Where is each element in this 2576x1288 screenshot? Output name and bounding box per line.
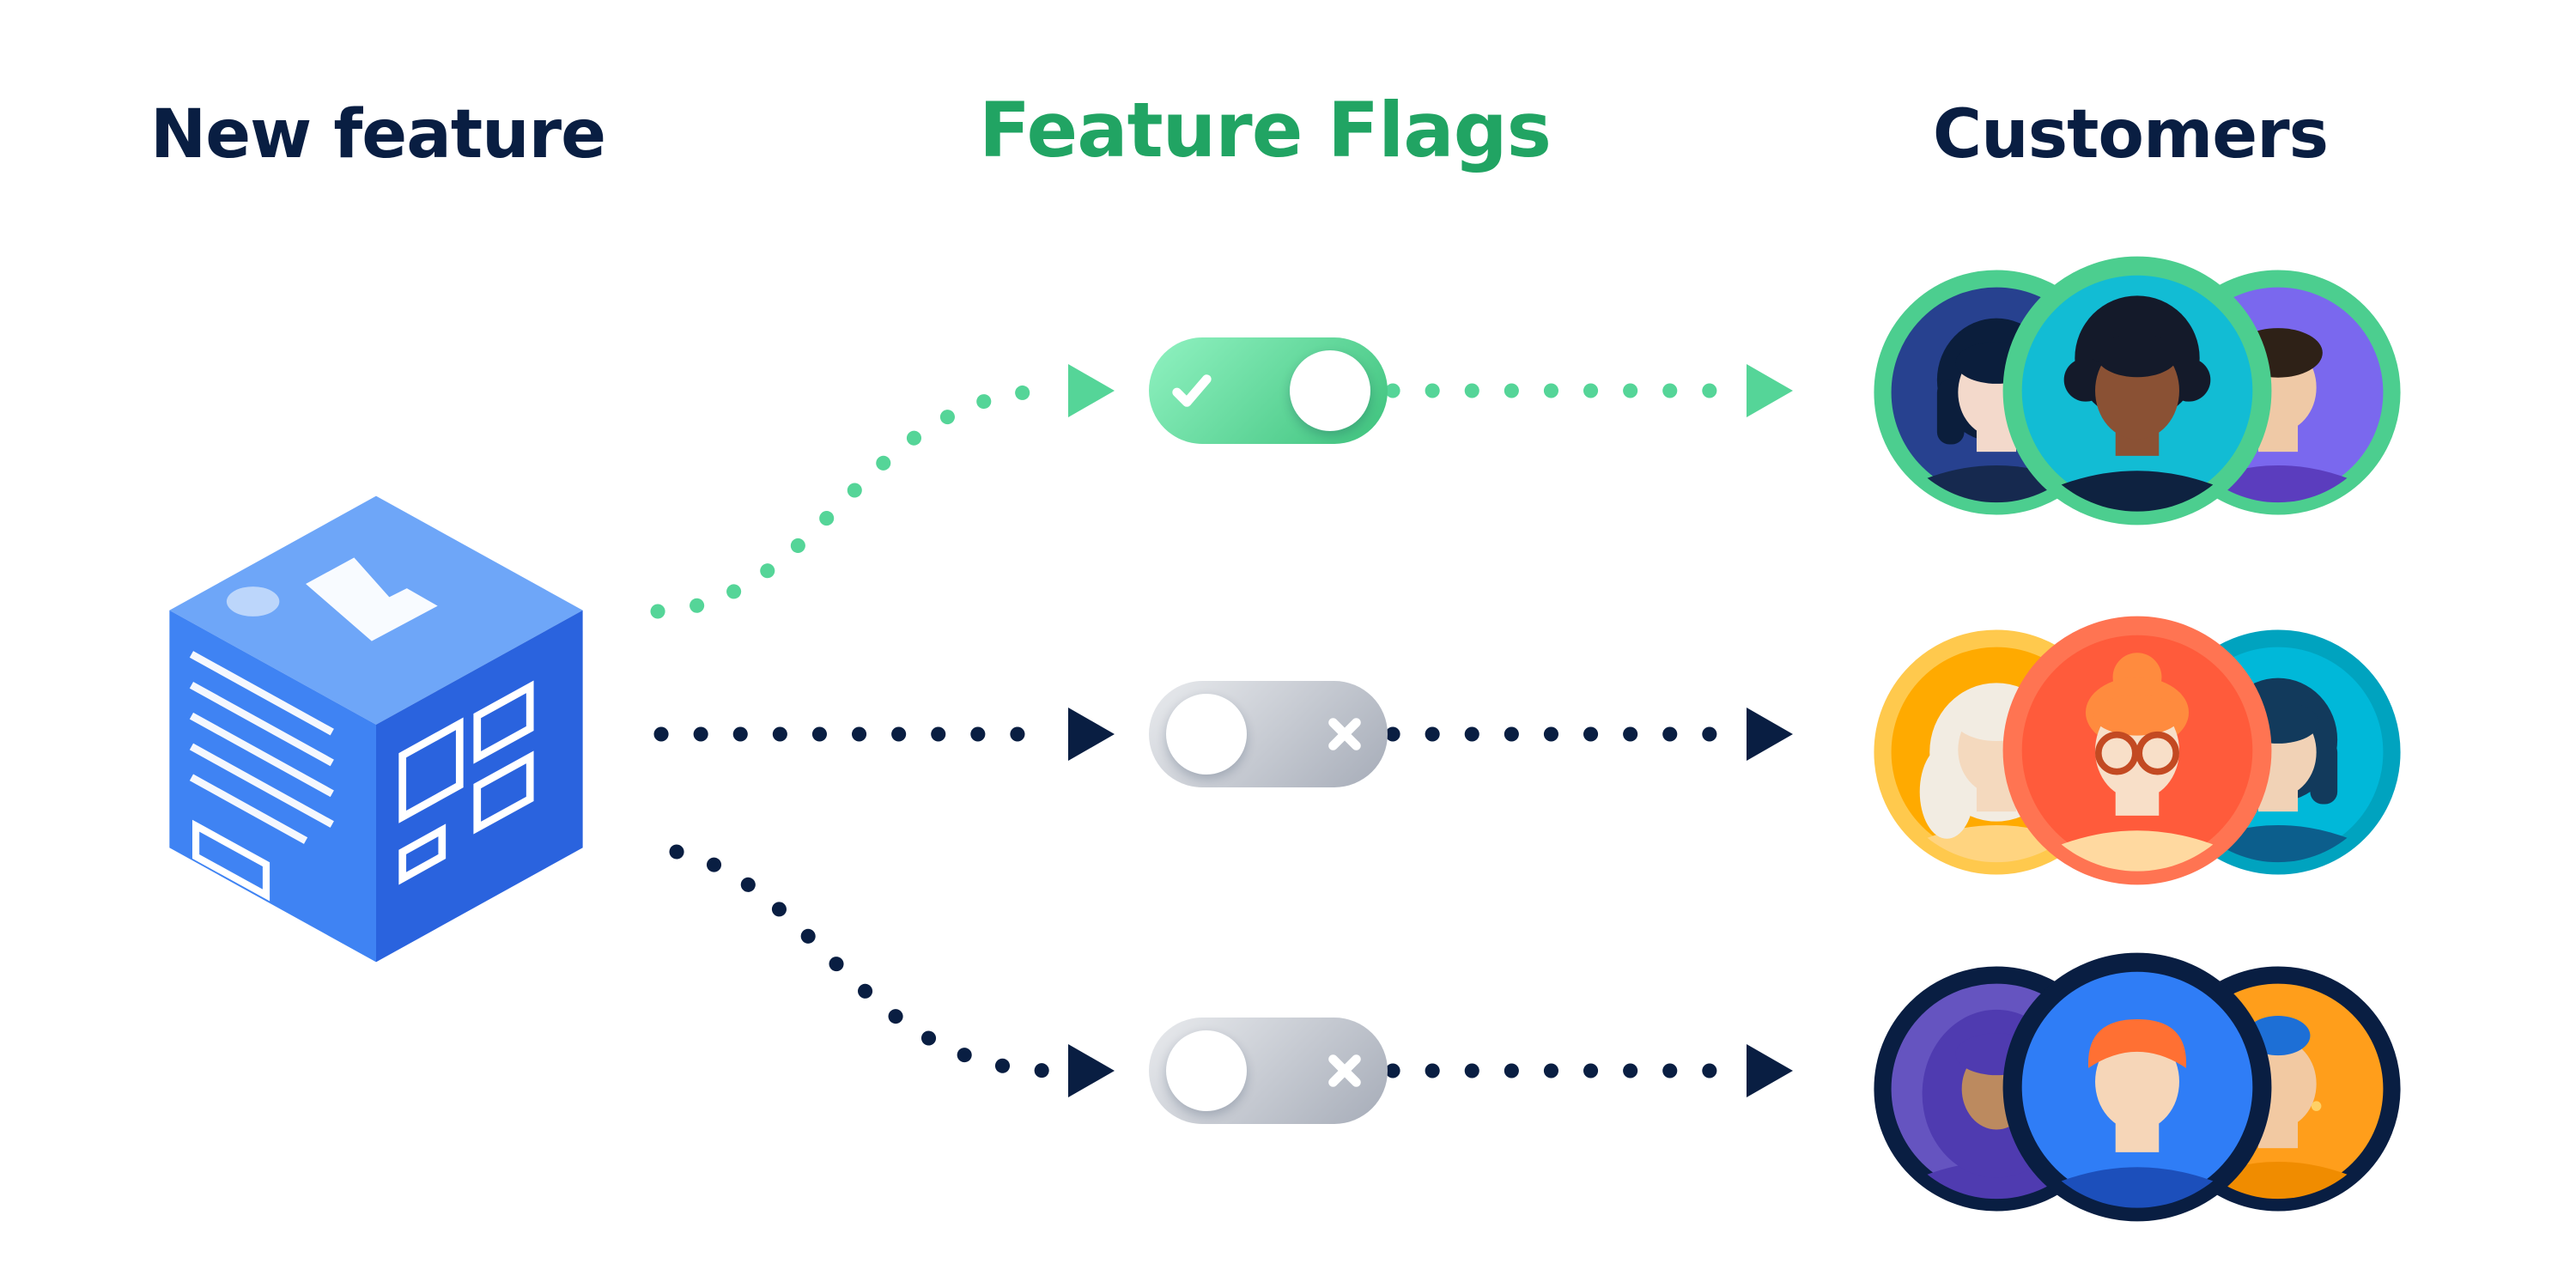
customers-group-disabled-2 — [1873, 951, 2402, 1223]
x-icon — [1319, 708, 1370, 760]
feature-flags-column — [1149, 0, 1388, 1288]
heading-feature-flags: Feature Flags — [978, 86, 1552, 174]
feature-flag-3-toggle-off[interactable] — [1149, 1018, 1388, 1124]
flow-cube-to-flag1 — [650, 383, 1062, 619]
arrowhead-icon — [1068, 708, 1115, 761]
customer-avatar — [2002, 615, 2273, 886]
heading-new-feature: New feature — [149, 96, 606, 173]
arrowhead-icon — [1747, 364, 1793, 417]
cube-spot — [226, 586, 280, 617]
check-icon — [1166, 365, 1218, 416]
x-icon — [1319, 1045, 1370, 1097]
heading-customers: Customers — [1932, 96, 2329, 173]
customers-column — [1873, 0, 2402, 1288]
toggle-knob — [1166, 694, 1247, 775]
customer-avatar — [2002, 951, 2273, 1223]
arrowhead-icon — [1068, 1044, 1115, 1097]
image-icon — [306, 557, 438, 641]
feature-flag-1-toggle-on[interactable] — [1149, 337, 1388, 444]
flow-cube-to-flag3 — [669, 844, 1062, 1078]
toggle-knob — [1290, 350, 1370, 431]
new-feature-cube-illustration — [156, 491, 596, 967]
toggle-knob — [1166, 1030, 1247, 1111]
customer-avatar — [2002, 255, 2273, 526]
cube-text-lines — [189, 651, 334, 844]
customers-group-enabled — [1873, 255, 2402, 526]
arrowhead-icon — [1068, 364, 1115, 417]
customers-group-disabled-1 — [1873, 615, 2402, 886]
feature-flag-2-toggle-off[interactable] — [1149, 681, 1388, 787]
cube-button-outline — [191, 819, 270, 902]
cube-card-outlines — [398, 680, 534, 885]
arrowhead-icon — [1747, 1044, 1793, 1097]
arrowhead-icon — [1747, 708, 1793, 761]
